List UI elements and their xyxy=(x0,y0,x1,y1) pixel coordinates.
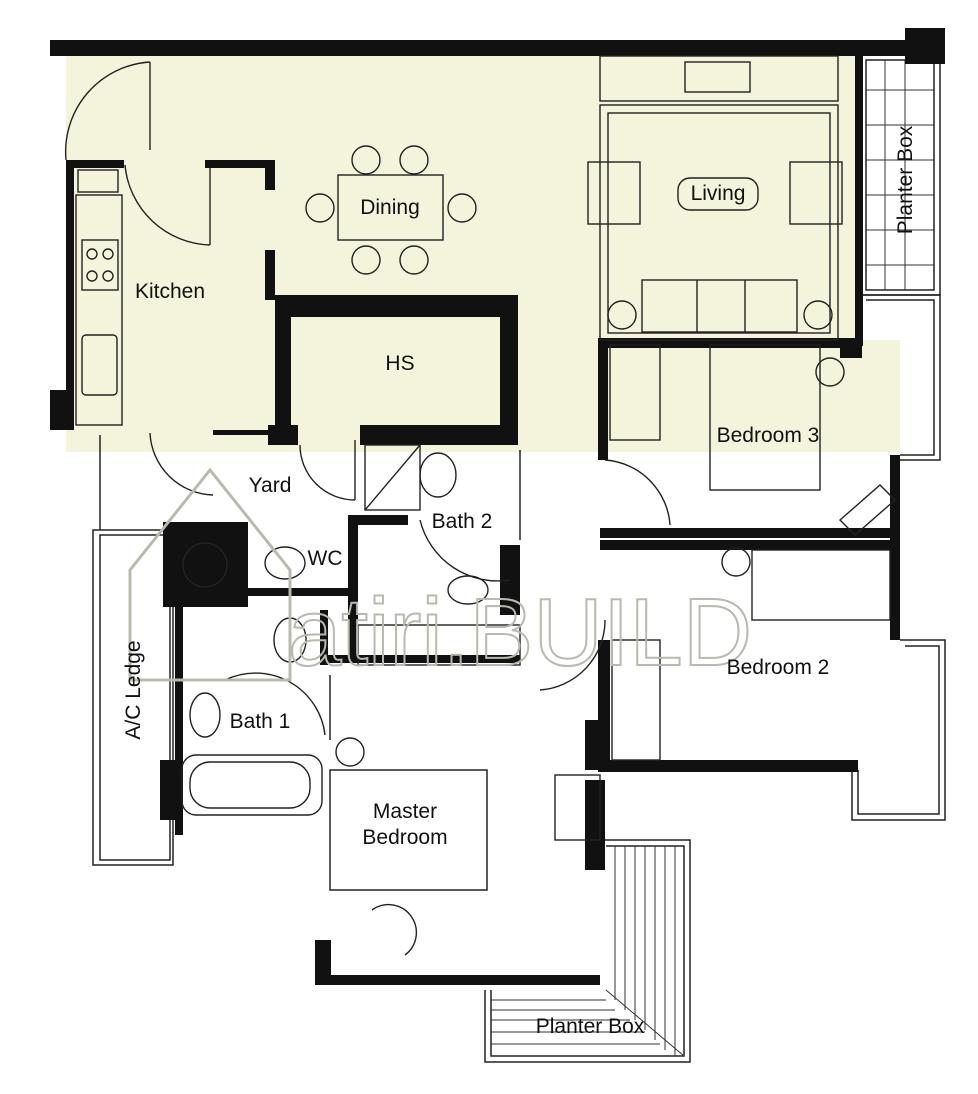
toilet-wc xyxy=(264,546,306,580)
outline-lines xyxy=(92,54,946,1063)
walls xyxy=(50,28,945,985)
watermark-text: atiri.BUILD xyxy=(288,579,752,686)
label-master-line1: Master xyxy=(373,800,437,823)
doors xyxy=(64,61,671,736)
toilet-bath2 xyxy=(419,452,457,498)
door-bath1 xyxy=(224,672,326,736)
furniture xyxy=(75,55,897,956)
dining-table xyxy=(337,174,444,241)
armchair-left xyxy=(587,161,641,225)
door-entrance xyxy=(64,61,151,161)
planter-hatch xyxy=(491,60,934,1057)
bathtub xyxy=(181,754,323,816)
bed-bedroom3 xyxy=(709,344,821,491)
door-bedroom2 xyxy=(539,619,606,691)
label-planter-box-bottom: Planter Box xyxy=(536,1015,645,1038)
label-dining: Dining xyxy=(360,196,420,219)
living-rug xyxy=(599,104,839,341)
watermark-house-icon xyxy=(128,467,292,682)
wardrobe-bedroom2 xyxy=(611,639,661,761)
door-hs xyxy=(299,444,356,501)
room-labels: Dining Living Kitchen HS Bedroom 3 Yard … xyxy=(122,125,917,1038)
watermark: atiri.BUILD xyxy=(128,467,753,687)
label-living: Living xyxy=(691,182,746,205)
label-bedroom2: Bedroom 2 xyxy=(727,656,830,679)
label-yard: Yard xyxy=(249,474,292,497)
label-bath1: Bath 1 xyxy=(230,710,291,733)
label-bath2: Bath 2 xyxy=(432,510,493,533)
wardrobe-master xyxy=(357,624,521,666)
kitchen-counter xyxy=(75,194,123,426)
bed-bedroom2 xyxy=(751,549,891,621)
label-wc: WC xyxy=(308,547,343,570)
basin-bath2 xyxy=(447,575,489,605)
label-planter-box-right: Planter Box xyxy=(894,125,917,234)
tank-wc xyxy=(182,542,228,588)
label-hs: HS xyxy=(385,352,414,375)
label-bedroom3: Bedroom 3 xyxy=(717,424,820,447)
label-master-line2: Bedroom xyxy=(362,826,447,849)
sofa xyxy=(641,279,798,333)
tv-console xyxy=(599,55,839,102)
basin-bath1 xyxy=(189,692,221,738)
door-yard xyxy=(149,432,214,496)
door-bedroom3 xyxy=(604,459,671,526)
armchair-right xyxy=(789,161,843,225)
floor-fill xyxy=(66,52,900,452)
door-bath2 xyxy=(419,519,511,582)
wardrobe-bedroom3 xyxy=(609,344,661,441)
door-kitchen xyxy=(124,164,211,246)
label-ac-ledge: A/C Ledge xyxy=(122,640,145,739)
label-kitchen: Kitchen xyxy=(135,280,205,303)
